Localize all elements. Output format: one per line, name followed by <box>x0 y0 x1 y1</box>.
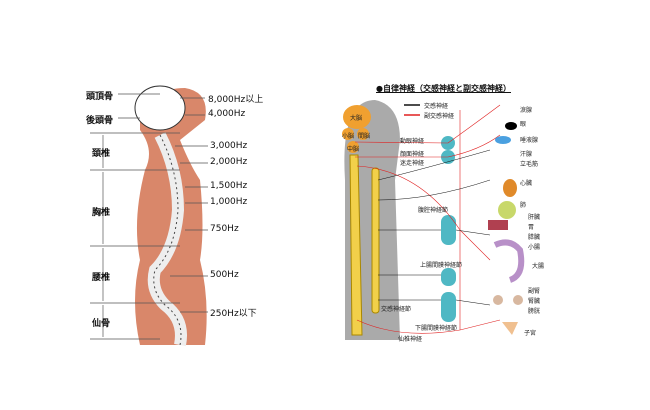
organ-stomach: 胃 <box>528 224 535 231</box>
freq-8000: 8,000Hz以上 <box>208 95 264 105</box>
sympathetic-chain <box>371 167 380 314</box>
label-sacral-nerve: 仙椎神経 <box>398 336 423 343</box>
label-sympathetic-ganglion: 交感神経節 <box>381 306 412 313</box>
freq-2000: 2,000Hz <box>210 157 248 167</box>
organ-bladder: 膀胱 <box>528 308 541 315</box>
cerebrum <box>343 105 371 129</box>
organ-adrenal: 副腎 <box>528 288 541 295</box>
label-cerebrum: 大脳 <box>350 115 363 122</box>
label-facial: 顔面神経 <box>400 151 425 158</box>
organ-liver: 肝臓 <box>528 214 541 221</box>
label-celiac: 腹腔神経節 <box>418 207 449 214</box>
label-occipital: 後頭骨 <box>86 116 114 126</box>
label-inf-mesenteric: 下腸間膜神経節 <box>415 325 458 332</box>
ganglia <box>441 136 456 322</box>
organ-eye: 眼 <box>520 121 527 128</box>
freq-250: 250Hz以下 <box>210 309 257 319</box>
label-cerebellum: 小脳 <box>342 133 355 140</box>
legend-parasympathetic: 副交感神経 <box>424 113 455 120</box>
label-sacrum: 仙骨 <box>92 319 111 329</box>
organ-pancreas: 膵臓 <box>528 234 541 241</box>
autonomic-title: ●自律神経（交感神経と副交感神経） <box>376 84 511 93</box>
label-oculomotor: 動眼神経 <box>400 138 425 145</box>
label-sup-mesenteric: 上腸間膜神経節 <box>420 262 463 269</box>
label-vagus: 迷走神経 <box>400 160 425 167</box>
organ-kidney: 腎臓 <box>528 298 541 305</box>
freq-4000: 4,000Hz <box>208 109 246 119</box>
organ-sweat: 汗腺 <box>520 151 533 158</box>
organ-large-intestine: 大腸 <box>532 263 545 270</box>
freq-3000: 3,000Hz <box>210 141 248 151</box>
organ-lung: 肺 <box>520 202 527 209</box>
label-diencephalon: 間脳 <box>358 133 371 140</box>
freq-1000: 1,000Hz <box>210 197 248 207</box>
legend-sympathetic: 交感神経 <box>424 103 449 110</box>
organ-arrector: 立毛筋 <box>520 161 539 168</box>
organ-heart: 心臓 <box>520 180 533 187</box>
organ-salivary: 唾液腺 <box>520 137 539 144</box>
spinal-cord <box>349 154 363 336</box>
organs <box>488 122 525 335</box>
label-thoracic: 胸椎 <box>92 208 111 218</box>
label-lumbar: 腰椎 <box>92 273 111 283</box>
label-parietal: 頭頂骨 <box>86 92 114 102</box>
label-midbrain: 中脳 <box>347 146 360 153</box>
label-cervical: 頚椎 <box>92 149 111 159</box>
skull <box>134 85 186 131</box>
freq-500: 500Hz <box>210 270 239 280</box>
freq-750: 750Hz <box>210 224 239 234</box>
organ-lacrimal: 涙腺 <box>520 107 533 114</box>
freq-1500: 1,500Hz <box>210 181 248 191</box>
organ-uterus: 子宮 <box>524 330 537 337</box>
organ-small-intestine: 小腸 <box>528 244 541 251</box>
